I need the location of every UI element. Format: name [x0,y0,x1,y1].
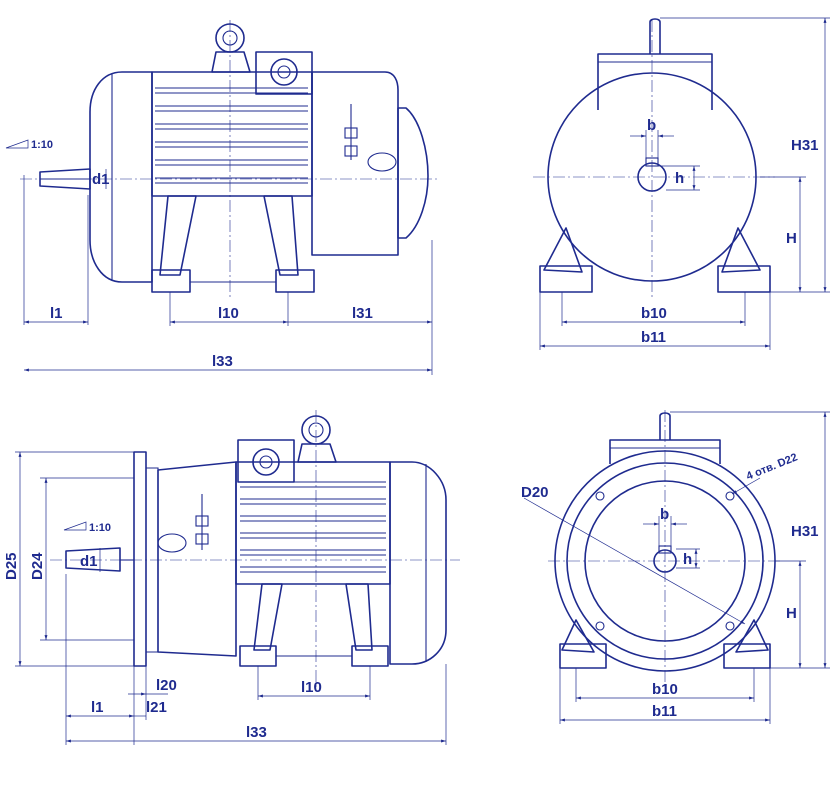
lifting-eye-icon [297,415,337,463]
svg-text:b11: b11 [652,703,677,720]
svg-text:l10: l10 [218,305,239,322]
dim-l1-2: l1 [65,574,135,745]
svg-text:l1: l1 [50,305,63,322]
dim-H-2: H [775,560,806,668]
svg-text:D20: D20 [521,484,549,501]
svg-text:H31: H31 [791,523,819,540]
dim-l21: l21 [134,699,167,717]
dim-h-small-1: h [658,165,700,191]
view-flange-side: 1:10 d1 D25 D24 l20 l1 [3,410,460,745]
view-flange-end: D20 4 отв. D22 b h H31 H [521,410,830,724]
svg-text:l10: l10 [301,679,322,696]
svg-text:l33: l33 [246,724,267,741]
cooling-fins [240,481,386,573]
svg-text:H: H [786,230,797,247]
dim-d1-2: d1 [80,548,101,572]
dim-D24: D24 [29,477,134,641]
release-lever-icon [195,494,209,550]
dim-l20: l20 [128,666,177,720]
dim-taper-2: 1:10 [63,521,111,534]
dim-b10-1: b10 [561,292,746,326]
svg-text:h: h [675,170,684,187]
dim-h-small-2: h [676,548,700,569]
svg-text:h: h [683,551,692,568]
svg-text:b10: b10 [652,681,678,698]
view-foot-end: b h H31 H b10 b11 [533,17,830,350]
flange-holes [595,491,735,631]
svg-text:d1: d1 [80,553,98,570]
svg-text:1:10: 1:10 [89,522,111,534]
release-lever-icon [344,104,358,160]
svg-text:H31: H31 [791,137,819,154]
svg-text:b: b [660,506,669,523]
dim-b10-2: b10 [575,668,755,702]
dim-D25: D25 [3,451,134,667]
svg-text:1:10: 1:10 [31,139,53,151]
svg-text:H: H [786,605,797,622]
svg-text:D24: D24 [29,552,46,580]
dim-holes-D22: 4 отв. D22 [731,451,800,495]
terminal-box [237,439,295,483]
svg-text:4 отв. D22: 4 отв. D22 [745,451,800,482]
dim-b11-1: b11 [539,292,771,350]
dim-H31-1: H31 [660,17,830,293]
svg-text:b10: b10 [641,305,667,322]
dim-d1-1: d1 [92,169,110,189]
dim-l33-1: l33 [24,353,432,372]
svg-text:b: b [647,117,656,134]
dim-l10-2: l10 [257,666,371,700]
svg-text:l33: l33 [212,353,233,370]
dim-H31-2: H31 [670,411,830,669]
dim-l1-1: l1 [23,175,89,325]
dim-l31-1: l31 [288,240,433,375]
svg-text:l31: l31 [352,305,373,322]
dim-b11-2: b11 [559,668,771,724]
cooling-fins [155,87,308,184]
svg-text:b11: b11 [641,329,666,346]
dim-H-1: H [760,176,806,292]
dim-b-2: b [643,506,687,546]
svg-text:l20: l20 [156,677,177,694]
svg-text:l1: l1 [91,699,104,716]
view-foot-side: 1:10 d1 l1 l10 l31 l33 [5,20,440,375]
dim-l10-1: l10 [169,292,289,326]
svg-text:D25: D25 [3,552,20,580]
dim-D20: D20 [521,484,746,625]
lifting-eye-icon [211,23,251,73]
svg-text:d1: d1 [92,171,110,188]
dim-b-1: b [630,117,674,160]
dim-taper-1: 1:10 [5,139,53,151]
dim-l33-2: l33 [66,664,447,745]
svg-text:l21: l21 [146,699,167,716]
